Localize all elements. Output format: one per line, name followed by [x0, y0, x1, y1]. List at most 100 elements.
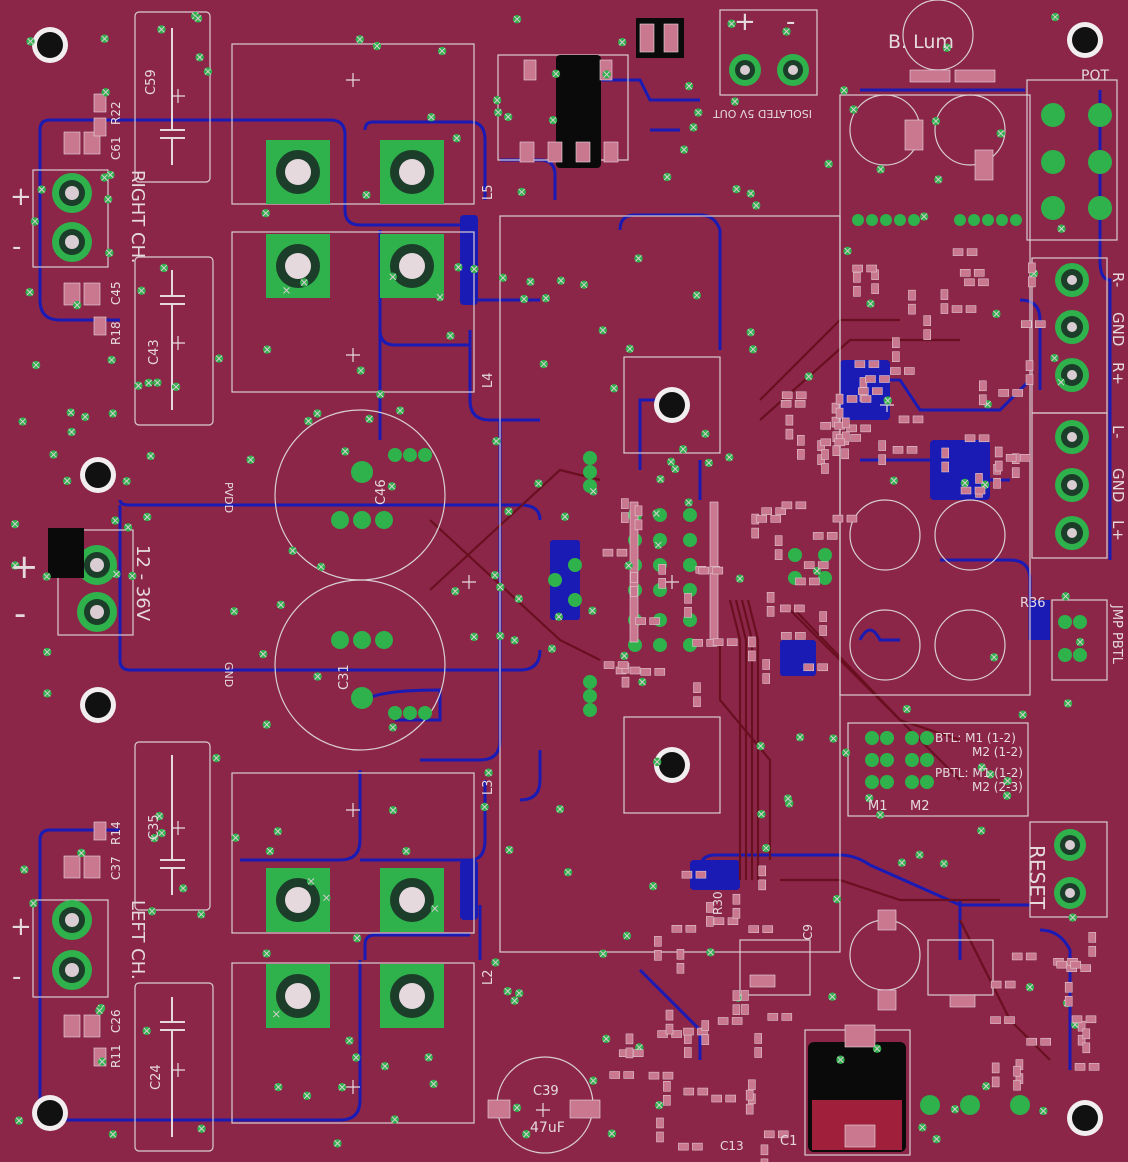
- smd-part: [781, 501, 807, 510]
- smd-part: [681, 870, 707, 879]
- via: [454, 263, 463, 272]
- via: [607, 1129, 617, 1138]
- smd-part: [754, 1033, 763, 1058]
- pbtl-line1: PBTL: M1 (1-2): [935, 766, 1023, 780]
- via: [424, 1053, 433, 1062]
- via: [322, 893, 331, 903]
- refdes-r30: R30: [711, 891, 725, 915]
- silk-crosshairs: [171, 73, 894, 1117]
- via: [387, 482, 397, 491]
- via: [229, 607, 239, 616]
- via: [836, 1055, 845, 1064]
- via: [666, 457, 676, 467]
- via: [1018, 710, 1027, 719]
- via: [171, 382, 181, 392]
- via: [276, 600, 285, 609]
- via: [876, 810, 885, 819]
- reset-label: RESET: [1025, 845, 1049, 910]
- via: [100, 173, 109, 182]
- via: [340, 447, 350, 456]
- pad-l2-a: [266, 964, 330, 1028]
- via: [262, 720, 271, 729]
- smd-part: [890, 367, 915, 375]
- smd-part: [1082, 1028, 1091, 1054]
- via: [588, 606, 597, 615]
- smd-part: [676, 949, 685, 974]
- smd-part: [693, 682, 701, 707]
- pad-l3-b: [380, 868, 444, 932]
- via: [108, 409, 118, 418]
- iso-plus: +: [734, 7, 756, 37]
- via: [446, 331, 455, 340]
- smd-part: [774, 535, 783, 560]
- smd-part: [892, 337, 900, 362]
- via: [554, 612, 564, 621]
- via: [555, 804, 565, 814]
- smd-part: [853, 272, 861, 297]
- via: [142, 1026, 151, 1036]
- via: [231, 833, 240, 842]
- refdes-c37: C37: [109, 856, 123, 880]
- pad-l5-b: [380, 140, 444, 204]
- via: [197, 1124, 206, 1133]
- smd-part: [602, 548, 628, 557]
- smd-part: [671, 925, 697, 933]
- via: [49, 450, 58, 459]
- via: [273, 827, 283, 836]
- via: [706, 948, 715, 957]
- smd-part: [1020, 320, 1046, 328]
- via: [437, 46, 447, 56]
- via: [146, 451, 155, 461]
- via: [1002, 791, 1012, 800]
- silkscreen-text: B. Lum POT ISOLATED 5V OUT RIGHT CH. LEF…: [10, 7, 1127, 1153]
- via: [689, 123, 698, 132]
- via: [313, 409, 322, 418]
- via: [684, 498, 693, 507]
- via: [288, 546, 297, 555]
- via: [451, 587, 460, 596]
- refdes-r22: R22: [109, 101, 123, 125]
- via: [654, 540, 663, 550]
- via: [977, 826, 986, 835]
- via: [652, 509, 661, 518]
- via: [618, 38, 627, 47]
- via: [727, 19, 736, 28]
- via: [103, 195, 113, 204]
- via: [388, 723, 398, 732]
- smd-part: [923, 315, 932, 340]
- center-ic-pads: [548, 214, 1087, 1115]
- via: [602, 70, 611, 79]
- via: [469, 632, 479, 642]
- via: [1057, 224, 1066, 233]
- via: [313, 672, 322, 681]
- smd-part: [761, 507, 786, 515]
- smd-part: [941, 447, 950, 473]
- smd-part: [803, 561, 829, 569]
- via: [20, 865, 29, 874]
- smd-part: [990, 1016, 1015, 1024]
- via: [902, 704, 912, 714]
- via: [372, 41, 382, 51]
- smd-part: [766, 592, 775, 617]
- smd-part: [892, 446, 918, 454]
- via: [704, 458, 714, 468]
- out-gnd2-label: GND: [1109, 468, 1127, 502]
- via: [654, 1100, 664, 1110]
- via: [304, 416, 313, 426]
- via: [505, 845, 514, 855]
- m1-label: M1: [868, 799, 888, 814]
- via: [10, 561, 20, 570]
- via: [656, 475, 665, 484]
- via: [435, 292, 445, 302]
- via: [212, 753, 221, 763]
- via: [950, 1105, 960, 1114]
- refdes-r36: R36: [1020, 596, 1046, 611]
- smd-part: [706, 902, 714, 927]
- refdes-c39: C39: [533, 1084, 559, 1099]
- via: [752, 201, 761, 210]
- pad-l3-a: [266, 868, 330, 932]
- via: [452, 134, 461, 143]
- smd-part: [665, 1009, 674, 1035]
- smd-part: [964, 434, 990, 443]
- via: [883, 396, 892, 405]
